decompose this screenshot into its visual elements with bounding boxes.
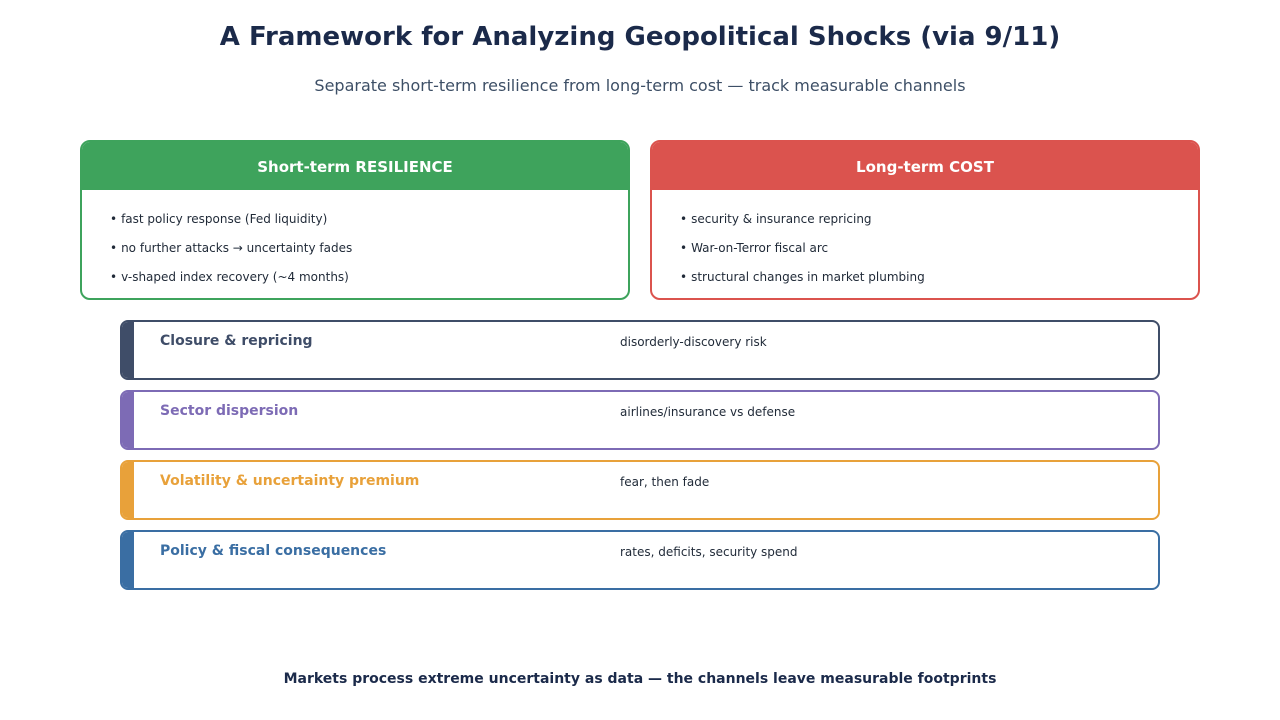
channel-title: Volatility & uncertainty premium bbox=[160, 473, 420, 489]
bullet-icon: • bbox=[110, 241, 118, 255]
channel-description: rates, deficits, security spend bbox=[620, 545, 798, 559]
channel-accent-bar bbox=[122, 462, 134, 518]
resilience-panel: Short-term RESILIENCE •fast policy respo… bbox=[80, 140, 630, 300]
footer-takeaway: Markets process extreme uncertainty as d… bbox=[283, 671, 997, 687]
list-item-text: v-shaped index recovery (~4 months) bbox=[121, 270, 349, 284]
list-item-text: no further attacks → uncertainty fades bbox=[121, 241, 353, 255]
cost-panel-header: Long-term COST bbox=[652, 142, 1198, 190]
channel-policy-fiscal: Policy & fiscal consequences rates, defi… bbox=[120, 530, 1160, 590]
channel-accent-bar bbox=[122, 532, 134, 588]
list-item-text: security & insurance repricing bbox=[691, 212, 872, 226]
channel-volatility-premium: Volatility & uncertainty premium fear, t… bbox=[120, 460, 1160, 520]
list-item-text: structural changes in market plumbing bbox=[691, 270, 925, 284]
list-item: •no further attacks → uncertainty fades bbox=[110, 241, 628, 270]
list-item: •v-shaped index recovery (~4 months) bbox=[110, 270, 628, 298]
channel-accent-bar bbox=[122, 392, 134, 448]
cost-panel: Long-term COST •security & insurance rep… bbox=[650, 140, 1200, 300]
bullet-icon: • bbox=[680, 212, 688, 226]
channel-title: Closure & repricing bbox=[160, 333, 313, 349]
channel-sector-dispersion: Sector dispersion airlines/insurance vs … bbox=[120, 390, 1160, 450]
resilience-panel-header: Short-term RESILIENCE bbox=[82, 142, 628, 190]
bullet-icon: • bbox=[110, 212, 118, 226]
page-title: A Framework for Analyzing Geopolitical S… bbox=[219, 22, 1061, 52]
resilience-list: •fast policy response (Fed liquidity) •n… bbox=[82, 190, 628, 298]
channel-description: fear, then fade bbox=[620, 475, 710, 489]
channel-closure-repricing: Closure & repricing disorderly-discovery… bbox=[120, 320, 1160, 380]
bullet-icon: • bbox=[680, 270, 688, 284]
cost-list: •security & insurance repricing •War-on-… bbox=[652, 190, 1198, 298]
channel-description: airlines/insurance vs defense bbox=[620, 405, 796, 419]
list-item: •fast policy response (Fed liquidity) bbox=[110, 212, 628, 241]
channel-description: disorderly-discovery risk bbox=[620, 335, 767, 349]
list-item: •War-on-Terror fiscal arc bbox=[680, 241, 1198, 270]
list-item: •structural changes in market plumbing bbox=[680, 270, 1198, 298]
page-subtitle: Separate short-term resilience from long… bbox=[314, 76, 966, 95]
list-item-text: fast policy response (Fed liquidity) bbox=[121, 212, 328, 226]
channel-title: Sector dispersion bbox=[160, 403, 299, 419]
bullet-icon: • bbox=[110, 270, 118, 284]
channel-title: Policy & fiscal consequences bbox=[160, 543, 387, 559]
channel-accent-bar bbox=[122, 322, 134, 378]
bullet-icon: • bbox=[680, 241, 688, 255]
list-item-text: War-on-Terror fiscal arc bbox=[691, 241, 829, 255]
list-item: •security & insurance repricing bbox=[680, 212, 1198, 241]
